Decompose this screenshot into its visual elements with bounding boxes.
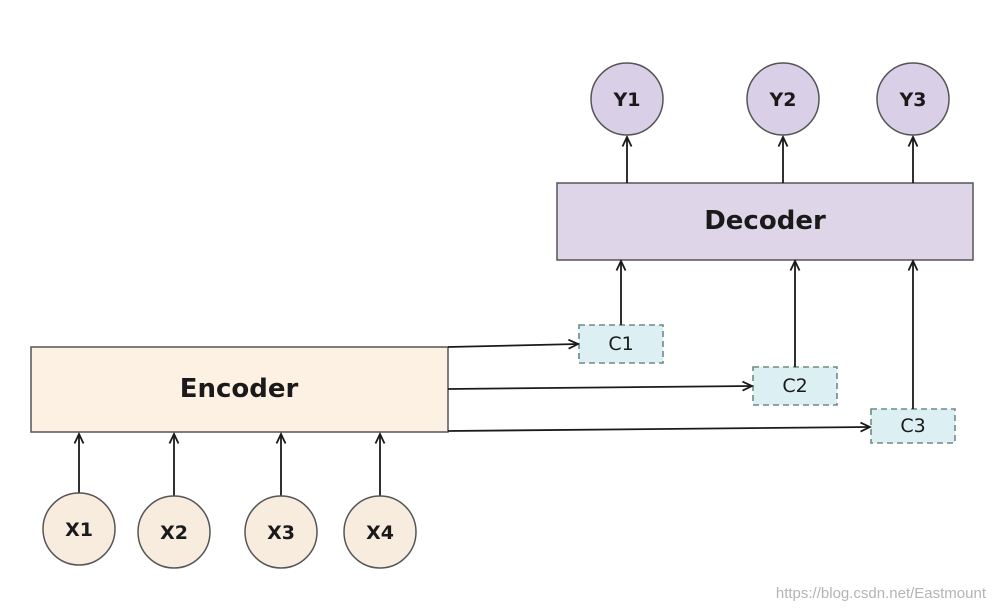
input-label: X2 (160, 522, 188, 544)
output-label: Y1 (613, 89, 641, 111)
input-circle (137, 495, 211, 569)
encoder-box (30, 346, 449, 433)
output-circle (876, 62, 950, 136)
encoder-block: Encoder (30, 346, 449, 433)
context-node-c3: C3 (870, 408, 956, 444)
context-label: C1 (608, 333, 633, 355)
input-node-x2: X2 (137, 495, 211, 569)
watermark-text: https://blog.csdn.net/Eastmount (776, 585, 987, 602)
input-circle (42, 492, 116, 566)
output-label: Y3 (899, 89, 927, 111)
context-label: C3 (900, 415, 925, 437)
input-circle (343, 495, 417, 569)
encoder-label: Encoder (180, 374, 299, 404)
input-label: X1 (65, 519, 93, 541)
arrow-encoder-to-c3 (447, 427, 870, 431)
context-nodes: C1 C2 C3 (578, 324, 956, 444)
arrow-encoder-to-c2 (447, 386, 752, 389)
output-node-y1: Y1 (590, 62, 664, 136)
output-circle (746, 62, 820, 136)
input-nodes: X1 X2 X3 X4 (42, 492, 417, 569)
context-decoder-arrows (621, 261, 913, 409)
output-nodes: Y1 Y2 Y3 (590, 62, 950, 136)
decoder-output-arrows (627, 137, 913, 183)
context-box (870, 408, 956, 444)
input-circle (244, 495, 318, 569)
output-circle (590, 62, 664, 136)
input-encoder-arrows (79, 434, 380, 497)
output-label: Y2 (769, 89, 797, 111)
decoder-label: Decoder (704, 206, 826, 236)
arrow-encoder-to-c1 (447, 344, 578, 347)
context-node-c2: C2 (752, 366, 838, 406)
input-label: X3 (267, 522, 295, 544)
context-node-c1: C1 (578, 324, 664, 364)
decoder-box (556, 182, 974, 261)
input-node-x3: X3 (244, 495, 318, 569)
output-node-y3: Y3 (876, 62, 950, 136)
output-node-y2: Y2 (746, 62, 820, 136)
context-label: C2 (782, 375, 807, 397)
input-label: X4 (366, 522, 394, 544)
decoder-block: Decoder (556, 182, 974, 261)
encoder-context-arrows (447, 344, 870, 431)
input-node-x4: X4 (343, 495, 417, 569)
input-node-x1: X1 (42, 492, 116, 566)
